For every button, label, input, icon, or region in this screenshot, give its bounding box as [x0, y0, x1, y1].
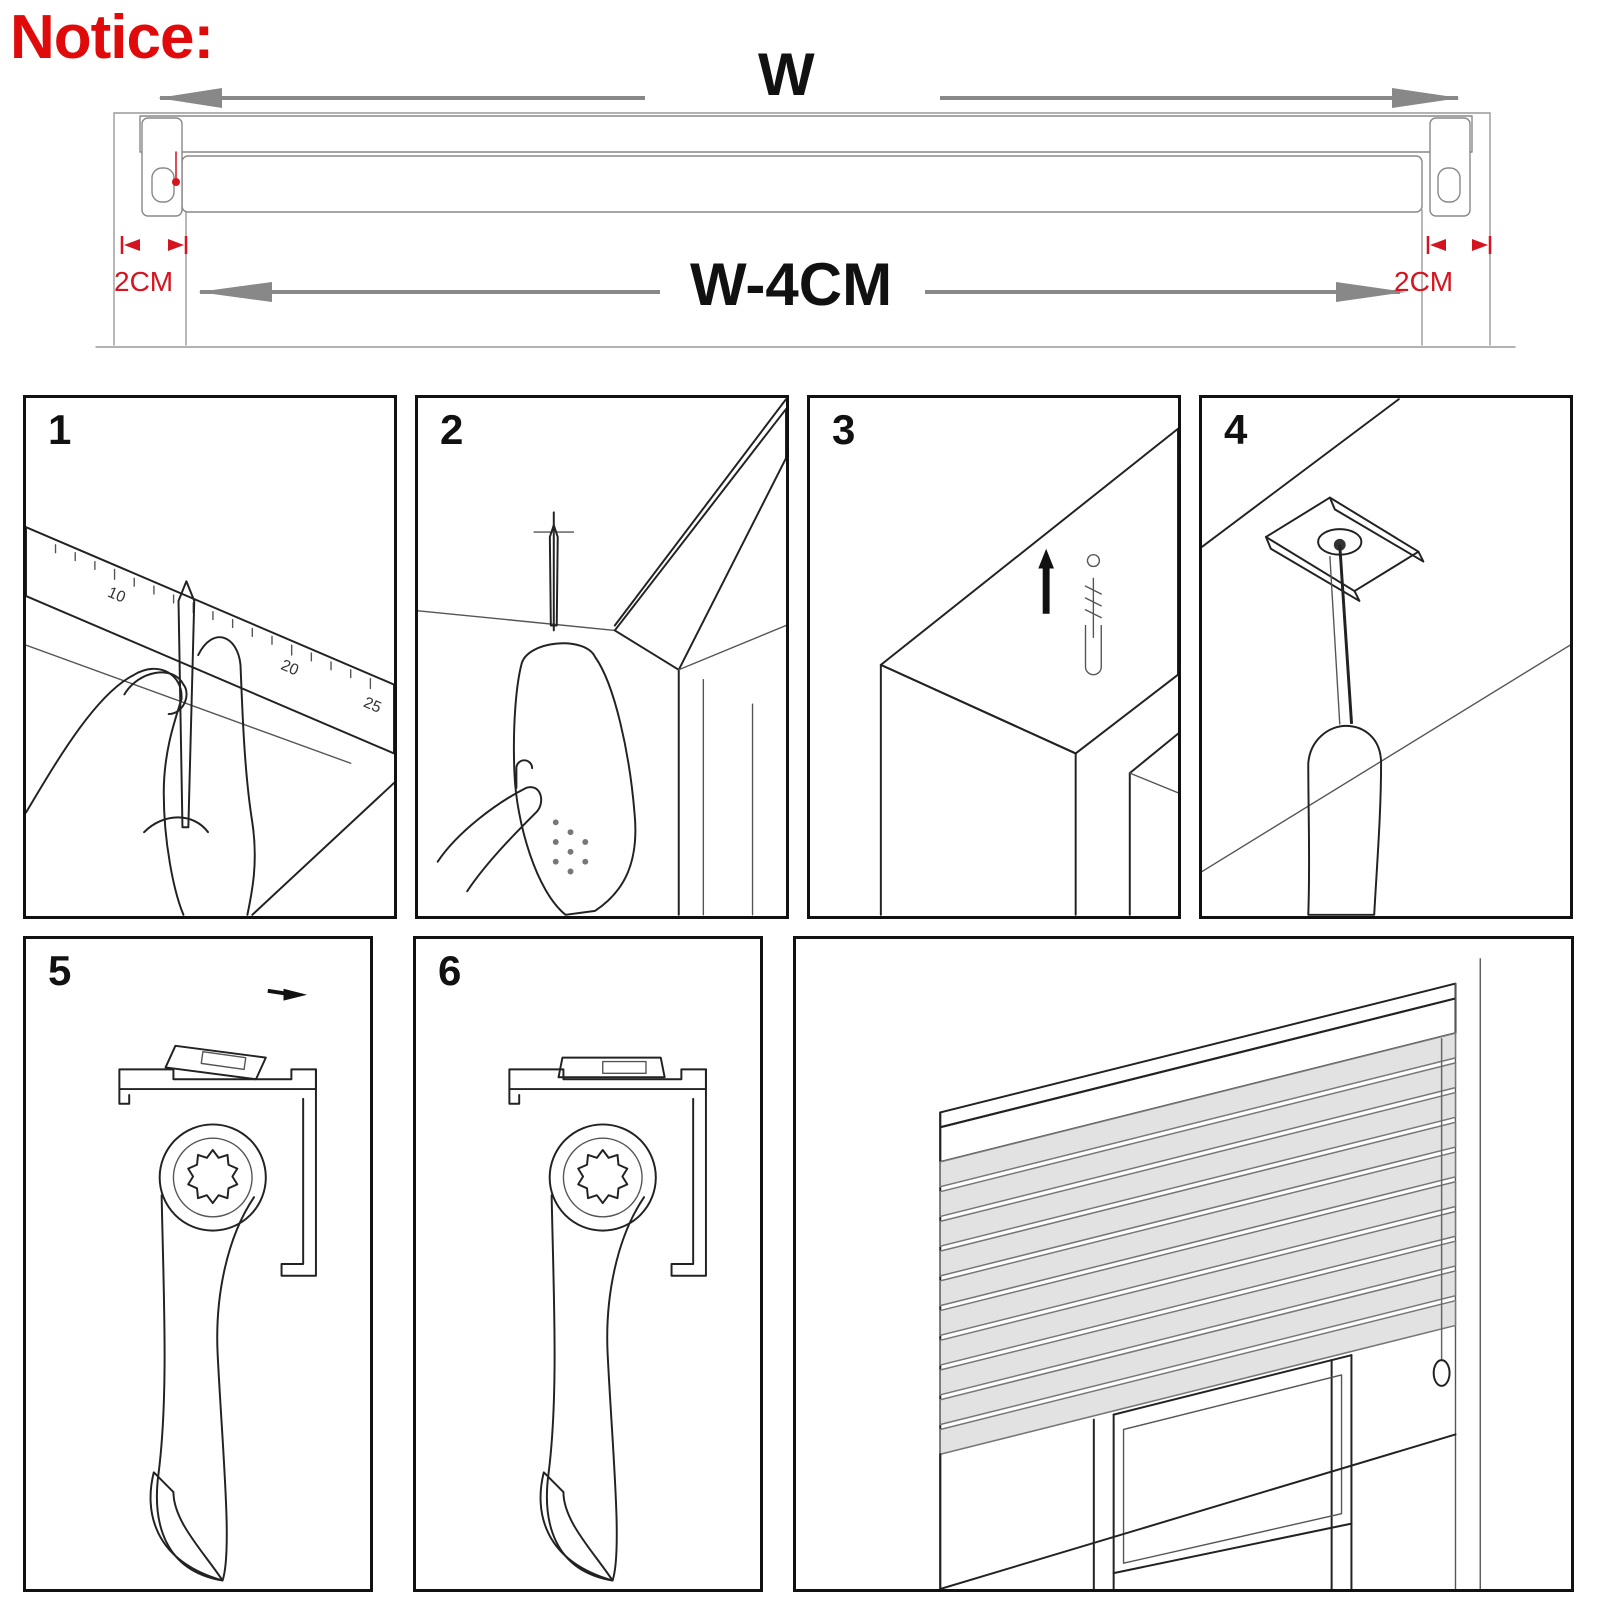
step-4-panel: 4	[1199, 395, 1573, 919]
drill-icon	[418, 398, 786, 916]
left-gap-label: 2CM	[114, 266, 174, 297]
installed-blind-panel	[793, 936, 1574, 1592]
step-6-number: 6	[438, 947, 462, 994]
step-5-number: 5	[48, 947, 72, 994]
step-1-panel: 10 20 25 1	[23, 395, 397, 919]
step-1-number: 1	[48, 406, 72, 453]
svg-text:25: 25	[361, 694, 384, 717]
step-3-number: 3	[832, 406, 856, 453]
step-6-panel: 6	[413, 936, 763, 1592]
blind-slats	[939, 1032, 1457, 1456]
window-frame	[95, 112, 1516, 348]
wall-plug-icon	[879, 427, 1178, 916]
notice-title: Notice:	[10, 3, 214, 72]
width-arrow	[158, 88, 1460, 108]
screwdriver-bracket-icon	[1202, 398, 1570, 916]
step-5-panel: 5	[23, 936, 373, 1592]
step-2-number: 2	[440, 406, 464, 453]
step-3-panel: 3	[807, 395, 1181, 919]
step-2-panel: 2	[415, 395, 789, 919]
bracket-clip-open-icon	[118, 988, 317, 1582]
width-label: W	[758, 41, 815, 108]
svg-text:10: 10	[105, 584, 128, 607]
gap-markers	[120, 236, 1492, 254]
pencil-ruler-mark-icon: 10 20 25	[26, 526, 394, 916]
bracket-clip-locked-icon	[508, 1056, 707, 1582]
inner-width-label: W-4CM	[690, 251, 893, 318]
inner-width-arrow	[198, 282, 1406, 302]
measurement-diagram	[95, 88, 1516, 348]
right-gap-label: 2CM	[1394, 266, 1454, 297]
step-4-number: 4	[1224, 406, 1248, 453]
headrail	[139, 115, 1473, 217]
svg-text:20: 20	[278, 657, 301, 680]
installed-blind-illustration	[939, 958, 1481, 1589]
